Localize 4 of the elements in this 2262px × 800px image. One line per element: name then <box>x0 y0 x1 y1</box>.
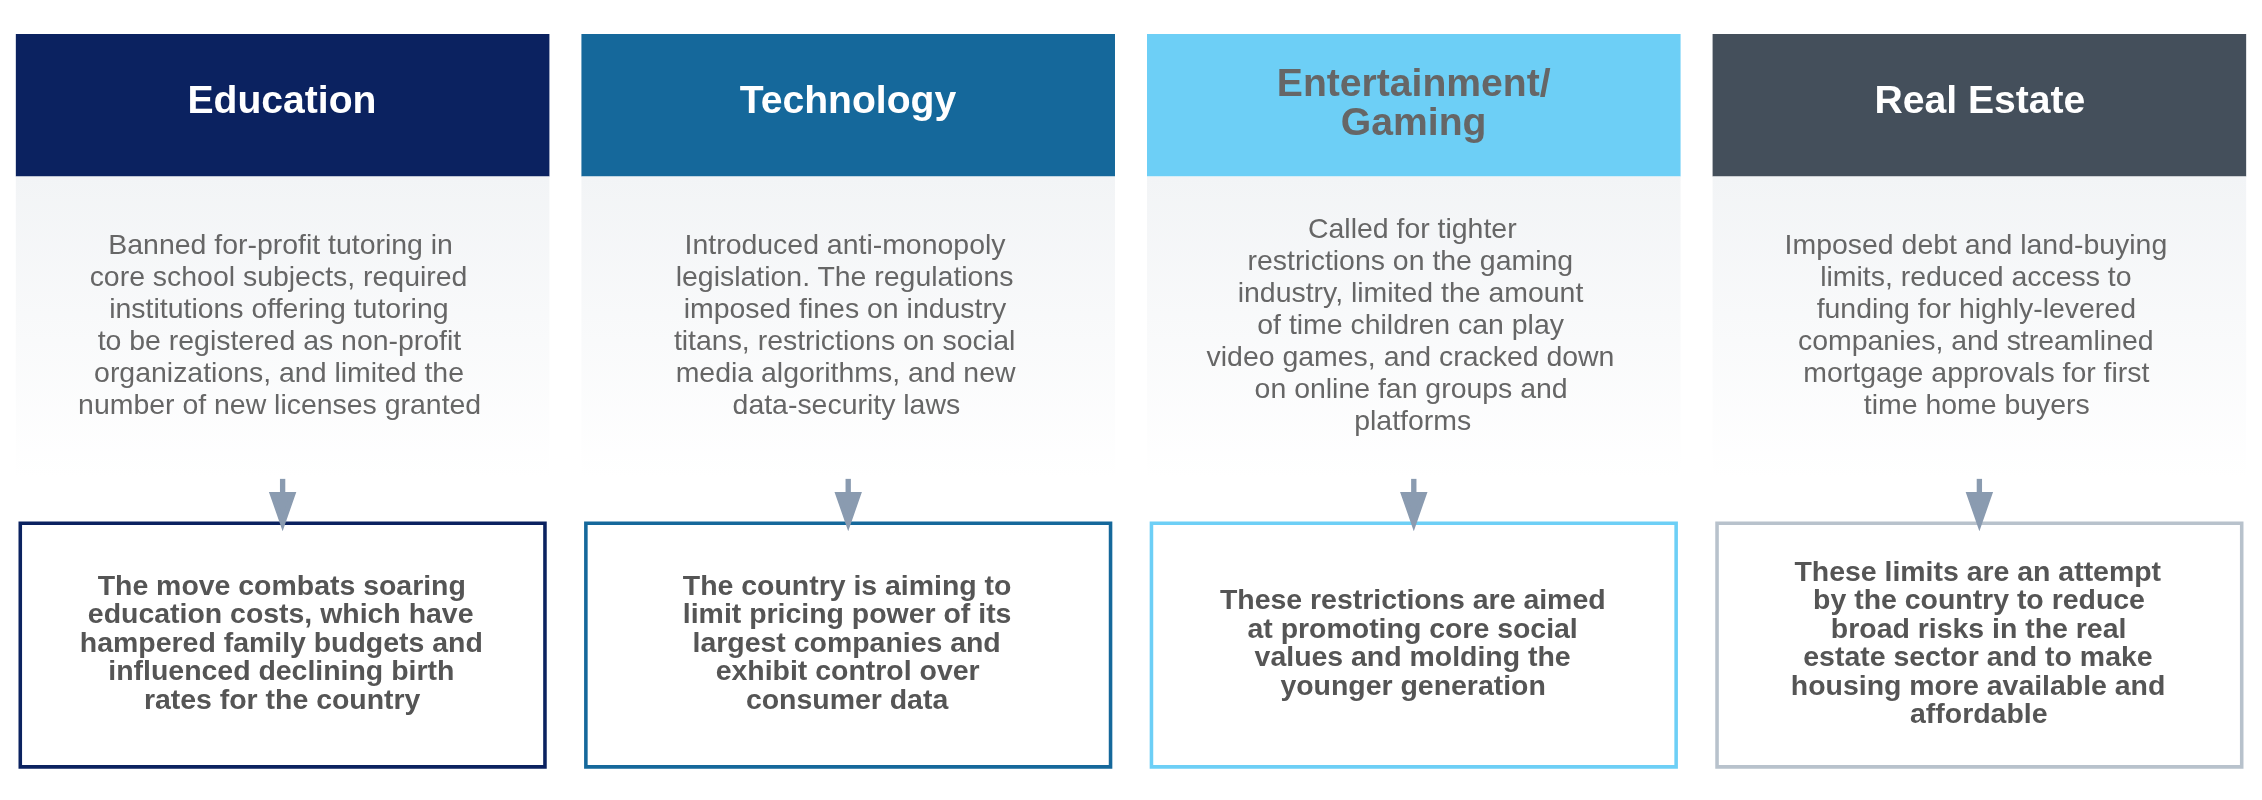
node-box: These restrictions are aimed at promoting core social values and molding the younger generation <box>1149 520 1678 769</box>
node-box: The country is aiming to limit pricing power of its largest companies and exhibit control over consumer data <box>584 520 1113 769</box>
node-box: The move combats soaring education costs, which have hampered family budgets and influenced declining birth rates for the country <box>18 520 547 769</box>
node-box: These limits are an attempt by the country to reduce broad risks in the real estate sector and to make housing more available and affordable <box>1715 520 2244 769</box>
